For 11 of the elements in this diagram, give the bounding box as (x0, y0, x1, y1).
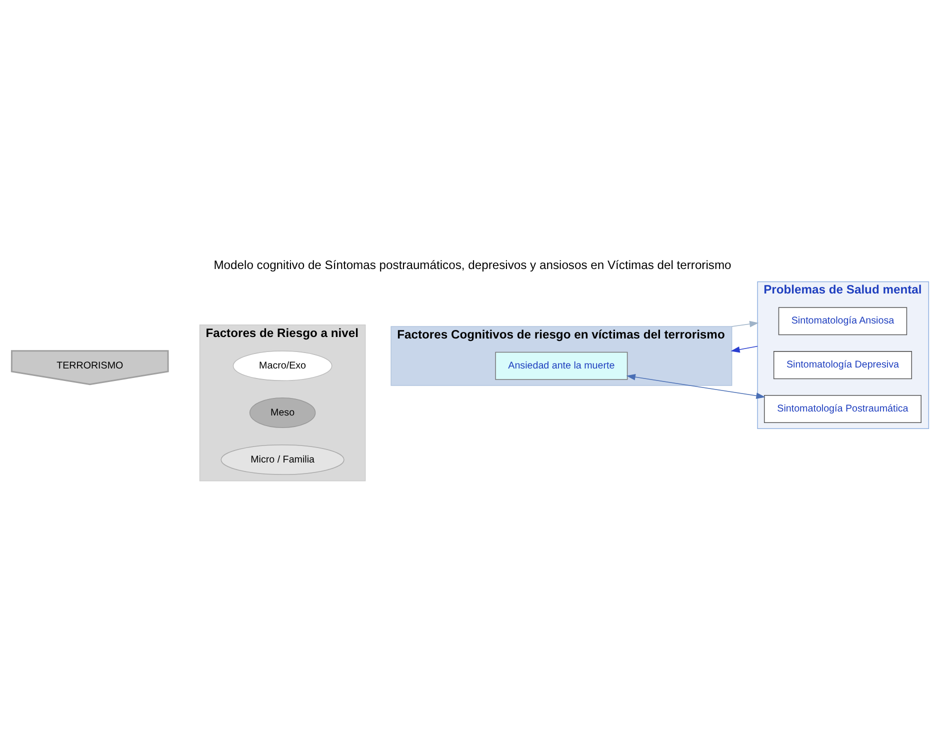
node-box: Ansiedad ante la muerte (495, 351, 628, 380)
node-box: Sintomatología Ansiosa (778, 306, 908, 335)
node-box: Sintomatología Postraumática (764, 394, 922, 422)
node-ellipse: Macro/Exo (232, 350, 332, 381)
diagram-title: Modelo cognitivo de Síntomas postraumáticos, depresivos y ansiosos en Víctimas del terrorismo (214, 257, 732, 272)
arrow (730, 345, 758, 352)
node-ellipse: Micro / Familia (220, 444, 344, 474)
arrow (731, 320, 759, 327)
node-ellipse: Meso (249, 397, 316, 428)
arrow (626, 373, 766, 398)
node-box: Sintomatología Depresiva (773, 350, 912, 379)
